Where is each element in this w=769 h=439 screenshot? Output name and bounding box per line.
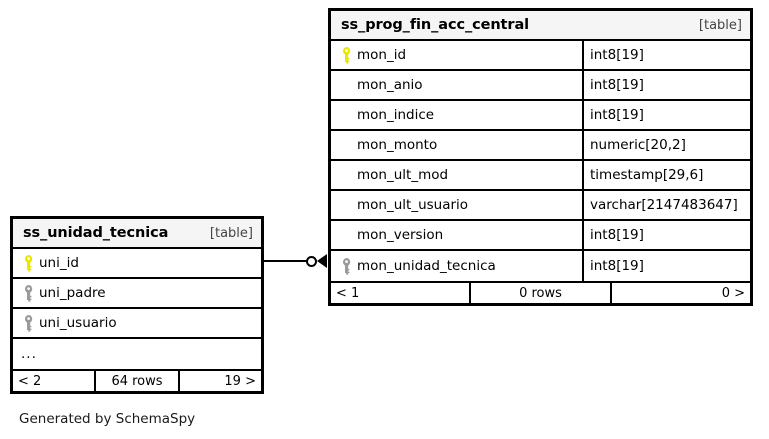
relationship-line [264,260,308,262]
column-name: mon_indice [357,107,435,123]
column-name-cell: mon_version [331,221,582,249]
entity-table-ss_unidad_tecnica[interactable]: ss_unidad_tecnica [table] uni_id uni_padr… [10,216,264,394]
column-name-cell: ... [13,339,261,369]
column-name: mon_version [357,227,444,243]
column-type: int8[19] [582,221,750,249]
column-name: uni_usuario [39,315,117,331]
footer-prev-count[interactable]: < 1 [336,285,360,301]
table-row[interactable]: mon_indice int8[19] [331,101,750,131]
key-icon [337,226,357,244]
column-overflow-ellipsis: ... [21,346,37,362]
column-type: int8[19] [582,251,750,281]
key-icon [19,314,39,332]
table-name: ss_prog_fin_acc_central [341,17,529,33]
column-name-cell: mon_unidad_tecnica [331,251,582,281]
table-row[interactable]: mon_anio int8[19] [331,71,750,101]
key-icon [19,254,39,272]
table-name: ss_unidad_tecnica [23,225,169,241]
footer-next-count[interactable]: 0 > [721,285,745,301]
column-name: mon_ult_usuario [357,197,469,213]
column-name: uni_padre [39,285,106,301]
column-name: mon_ult_mod [357,167,449,183]
column-type: numeric[20,2] [582,131,750,159]
key-icon [337,46,357,64]
key-icon [19,284,39,302]
table-row[interactable]: mon_version int8[19] [331,221,750,251]
column-name-cell: uni_id [13,249,261,277]
column-type: int8[19] [582,71,750,99]
key-icon [337,136,357,154]
table-footer: < 2 64 rows 19 > [13,369,261,391]
column-list: uni_id uni_padre uni_usuario... [13,249,261,369]
column-name-cell: uni_usuario [13,309,261,337]
column-name-cell: mon_anio [331,71,582,99]
column-name-cell: mon_indice [331,101,582,129]
table-row[interactable]: mon_monto numeric[20,2] [331,131,750,161]
column-type: varchar[2147483647] [582,191,750,219]
column-name-cell: mon_ult_usuario [331,191,582,219]
table-row[interactable]: uni_usuario [13,309,261,339]
key-icon [337,166,357,184]
column-name-cell: mon_ult_mod [331,161,582,189]
column-type: int8[19] [582,41,750,69]
column-name-cell: mon_monto [331,131,582,159]
key-icon [337,257,357,275]
key-icon [337,76,357,94]
column-name-cell: uni_padre [13,279,261,307]
footer-row-count: 64 rows [94,371,180,391]
key-icon [337,196,357,214]
relationship-crowsfoot-marker [317,254,327,268]
column-name-cell: mon_id [331,41,582,69]
column-name: mon_unidad_tecnica [357,258,496,274]
table-row[interactable]: mon_unidad_tecnica int8[19] [331,251,750,281]
table-row[interactable]: ... [13,339,261,369]
table-row[interactable]: uni_id [13,249,261,279]
table-row[interactable]: mon_ult_mod timestamp[29,6] [331,161,750,191]
table-header[interactable]: ss_unidad_tecnica [table] [13,219,261,249]
footer-prev-count[interactable]: < 2 [18,373,42,389]
table-row[interactable]: mon_ult_usuario varchar[2147483647] [331,191,750,221]
diagram-caption: Generated by SchemaSpy [19,411,196,427]
table-header[interactable]: ss_prog_fin_acc_central [table] [331,11,750,41]
column-name: mon_anio [357,77,423,93]
key-icon [337,106,357,124]
table-row[interactable]: mon_id int8[19] [331,41,750,71]
footer-next-count[interactable]: 19 > [224,373,256,389]
relationship-zero-marker [306,256,317,267]
column-name: uni_id [39,255,79,271]
column-type: timestamp[29,6] [582,161,750,189]
table-kind-label: [table] [698,17,742,33]
column-type: int8[19] [582,101,750,129]
table-row[interactable]: uni_padre [13,279,261,309]
footer-row-count: 0 rows [469,283,612,303]
column-name: mon_monto [357,137,438,153]
column-name: mon_id [357,47,407,63]
table-kind-label: [table] [209,225,253,241]
table-footer: < 1 0 rows 0 > [331,281,750,303]
